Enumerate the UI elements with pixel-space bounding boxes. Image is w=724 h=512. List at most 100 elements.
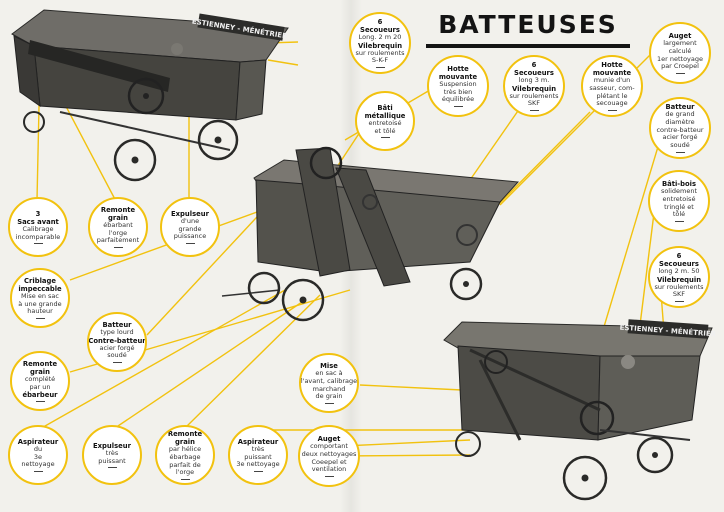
- bubble-text-line: diamètre: [665, 118, 695, 127]
- bubble-text-line: ébarbant: [103, 221, 133, 230]
- bubble-text-line: Vilebrequin: [511, 84, 557, 93]
- wheel: [636, 436, 674, 474]
- bubble-text-line: complété: [24, 374, 56, 383]
- bubble-text-line: parfaitement: [96, 236, 140, 245]
- wheel: [23, 111, 45, 133]
- bubble-text-line: Mise en sac: [21, 292, 59, 301]
- leader-line: [37, 289, 286, 431]
- leader-line: [59, 94, 119, 206]
- bubble-text-line: parfait de: [169, 460, 201, 469]
- bubble-text-line: Aspirateur: [237, 438, 279, 446]
- bubble-text-line: deux nettoyages: [301, 449, 357, 458]
- bubble-text-line: Suspension: [439, 80, 477, 89]
- bubble-text-line: très bien: [443, 87, 473, 96]
- bubble-text-line: ébarbage: [169, 452, 201, 461]
- wheel: [562, 455, 608, 501]
- bubble-text-line: Auget: [317, 435, 341, 444]
- bubble-dash: [675, 151, 685, 153]
- leader-line: [267, 59, 299, 66]
- bubble-text-line: entretoisé: [662, 194, 696, 203]
- bubble-text-line: Hotte: [447, 65, 469, 73]
- bubble-text-line: SKF: [672, 290, 686, 299]
- bubble-dash: [185, 242, 195, 244]
- bubble-text-line: 6: [377, 17, 383, 26]
- bubble-text-line: Secoueurs: [514, 69, 554, 77]
- leader-line: [469, 107, 521, 181]
- bubble-text-line: Sacs avant: [17, 217, 59, 226]
- bubble-text-line: puissance: [173, 232, 207, 241]
- bubble-dash: [107, 467, 117, 469]
- bubble-text-line: de grand: [665, 110, 695, 119]
- bubble-dash: [675, 72, 685, 74]
- bubble-text-line: hauteur: [27, 307, 53, 316]
- bubble-text-line: 3: [35, 209, 41, 218]
- bubble-text-line: munie d'un: [593, 76, 631, 85]
- bubble-text-line: en sac à: [315, 369, 343, 378]
- bubble-text-line: l'orge: [175, 468, 195, 477]
- bubble-text-line: équilibrée: [441, 95, 475, 104]
- brand-plate: [627, 319, 709, 339]
- bubble-text-line: par hélice: [168, 445, 202, 454]
- bubble-text-line: 1er nettoyage: [656, 54, 704, 63]
- bubble-dash: [180, 478, 190, 480]
- bubble-text-line: Long. 2 m 20: [358, 33, 402, 42]
- bubble-text-line: Secoueurs: [659, 260, 699, 268]
- bubble-text-line: sur roulements: [654, 282, 704, 291]
- bubble-dash: [33, 243, 43, 245]
- flywheel: [579, 400, 615, 436]
- bubble-text-line: tringlé et: [664, 202, 694, 211]
- bubble-text-line: Expulseur: [93, 441, 131, 450]
- bubble-text-line: très: [105, 448, 119, 457]
- bubble-dash: [35, 401, 45, 403]
- bubble-text-line: incomparable: [15, 232, 61, 241]
- bubble-text-line: l'orge: [108, 228, 128, 237]
- bubble-dash: [453, 106, 463, 107]
- bubble-text-line: marchand: [312, 384, 346, 393]
- bubble-text-line: Calibrage: [22, 224, 54, 233]
- bubble-text-line: Vilebrequin: [357, 41, 403, 50]
- bubble-text-line: sur roulements: [509, 91, 559, 100]
- bubble-dash: [674, 301, 684, 302]
- bubble-text-line: grain: [30, 367, 50, 376]
- bubble-text-line: impeccable: [18, 285, 62, 294]
- bubble-text-line: mouvante: [592, 69, 632, 78]
- bubble-text-line: 3e nettoyage: [236, 460, 280, 469]
- bubble-text-line: S-K-F: [371, 56, 389, 65]
- flywheel: [309, 146, 343, 180]
- bubble-dash: [253, 470, 263, 472]
- bubble-text-line: Remonte: [22, 359, 58, 368]
- bubble-text-line: du: [33, 445, 43, 454]
- bubble-text-line: Expulseur: [171, 210, 209, 218]
- bubble-text-line: Coeepel et: [311, 457, 347, 466]
- bubble-text-line: sasseur, com-: [589, 83, 635, 92]
- bubble-text-line: grain: [108, 214, 128, 223]
- leader-line: [639, 204, 656, 326]
- bubble-text-line: par Croepel: [661, 62, 699, 71]
- bubble-text-line: 3e: [33, 452, 43, 461]
- bubble-text-line: entretoisé: [368, 118, 402, 127]
- bubble-text-line: type lourd: [100, 328, 134, 337]
- bubble-text-line: tôlé: [672, 210, 686, 219]
- bubble-text-line: Remonte: [100, 206, 136, 214]
- leader-line: [114, 299, 306, 429]
- wheel: [247, 271, 281, 305]
- bubble-text-line: long 3 m.: [518, 76, 550, 85]
- bubble-text-line: Mise: [320, 362, 338, 371]
- bubble-text-line: Remonte: [167, 430, 203, 439]
- title-block: BATTEUSES: [422, 10, 634, 50]
- bubble-text-line: Vilebrequin: [656, 275, 702, 284]
- bubble-dash: [35, 318, 45, 319]
